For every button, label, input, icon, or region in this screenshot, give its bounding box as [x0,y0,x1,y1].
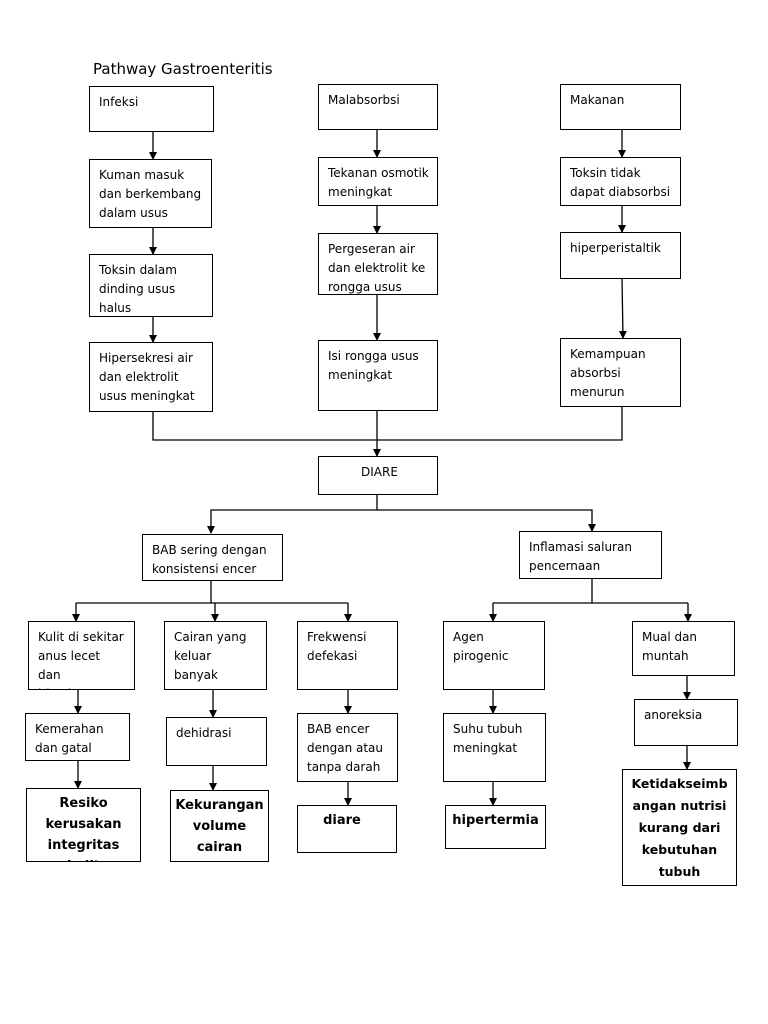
node-inflamasi: Inflamasi saluran pencernaan [519,531,662,579]
merge-line [152,406,623,441]
node-dehidrasi: dehidrasi [166,717,267,766]
diagnosis-ketidakseimbangan: Ketidakseimb angan nutrisi kurang dari k… [622,769,737,886]
node-infeksi: Infeksi [89,86,214,132]
split-line [207,494,378,534]
node-bab-sering: BAB sering dengan konsistensi encer [142,534,283,581]
node-tekanan: Tekanan osmotik meningkat [318,157,438,206]
node-isi-rongga: Isi rongga usus meningkat [318,340,438,411]
node-bab-encer: BAB encer dengan atau tanpa darah [297,713,398,782]
node-malabsorbsi: Malabsorbsi [318,84,438,130]
node-pergeseran: Pergeseran air dan elektrolit ke rongga … [318,233,438,295]
node-toksin-tidak: Toksin tidak dapat diabsorbsi [560,157,681,206]
diagnosis-hipertermia: hipertermia [445,805,546,849]
node-mual: Mual dan muntah [632,621,735,676]
node-diare-main: DIARE [318,456,438,495]
node-kemerahan: Kemerahan dan gatal [25,713,130,761]
node-cairan: Cairan yang keluar banyak [164,621,267,690]
node-toksin-dalam: Toksin dalam dinding usus halus [89,254,213,317]
node-kuman: Kuman masuk dan berkembang dalam usus [89,159,212,228]
node-agen: Agen pirogenic [443,621,545,690]
split-line [377,509,596,532]
node-kemampuan: Kemampuan absorbsi menurun [560,338,681,407]
node-hiperperistaltik: hiperperistaltik [560,232,681,279]
arrow [618,277,627,339]
diagnosis-resiko: Resiko kerusakan integritas kulit [26,788,141,862]
node-frekwensi: Frekwensi defekasi [297,621,398,690]
node-makanan: Makanan [560,84,681,130]
node-suhu: Suhu tubuh meningkat [443,713,546,782]
diagnosis-diare: diare [297,805,397,853]
diagnosis-kekurangan: Kekurangan volume cairan [170,790,269,862]
node-kulit: Kulit di sekitar anus lecet dan iritasi [28,621,135,690]
node-anoreksia: anoreksia [634,699,738,746]
diagram-title: Pathway Gastroenteritis [93,60,273,78]
node-hipersekresi: Hipersekresi air dan elektrolit usus men… [89,342,213,412]
